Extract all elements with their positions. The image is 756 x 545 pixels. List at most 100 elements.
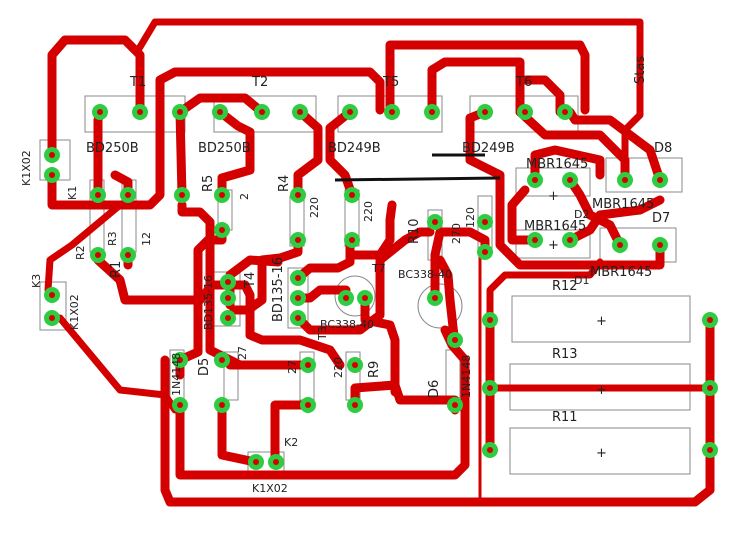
label-r11: R11 xyxy=(552,410,578,425)
pad-hole xyxy=(295,295,301,301)
track xyxy=(47,67,385,210)
pad-hole xyxy=(305,362,311,368)
label-1n4148-b: 1N4148 xyxy=(460,355,473,398)
track xyxy=(215,107,255,200)
label-bd249b: BD249B xyxy=(328,141,381,156)
pad-hole xyxy=(349,237,355,243)
track xyxy=(293,227,435,335)
r13-plus: + xyxy=(596,383,607,398)
t8-outline xyxy=(417,283,463,329)
pad-hole xyxy=(617,242,623,248)
pad-hole xyxy=(225,279,231,285)
label-d2: D2 xyxy=(574,208,589,221)
pad-hole xyxy=(95,252,101,258)
track xyxy=(565,175,625,250)
track xyxy=(293,245,355,283)
pad-hole xyxy=(95,192,101,198)
track xyxy=(507,185,540,245)
pad-hole xyxy=(429,109,435,115)
pad-hole xyxy=(562,109,568,115)
pad-hole xyxy=(482,249,488,255)
pad-hole xyxy=(49,315,55,321)
label-bd249b-2: BD249B xyxy=(462,141,515,156)
pad-hole xyxy=(432,219,438,225)
plus-marks: + + + + + xyxy=(548,189,607,461)
label-12: 12 xyxy=(140,232,153,246)
pad-hole xyxy=(389,109,395,115)
label-27b: 27 xyxy=(286,360,299,374)
r12-outline xyxy=(511,295,691,343)
pad-hole xyxy=(305,402,311,408)
track xyxy=(430,227,490,303)
label-t4: T4 xyxy=(243,272,258,289)
pad-hole xyxy=(532,237,538,243)
pad-hole xyxy=(522,109,528,115)
label-t3: T3 xyxy=(316,326,329,341)
pad-hole xyxy=(707,447,713,453)
track xyxy=(360,295,400,397)
pad-hole xyxy=(432,295,438,301)
label-220c: 220 xyxy=(332,357,345,378)
jumper-wire xyxy=(334,176,501,182)
pad-hole xyxy=(295,237,301,243)
pad-hole xyxy=(532,177,538,183)
label-k2: K2 xyxy=(284,436,298,449)
track xyxy=(270,400,313,467)
track xyxy=(465,107,665,270)
pad-hole xyxy=(219,192,225,198)
pad-hole xyxy=(253,459,259,465)
label-d6: D6 xyxy=(427,380,442,398)
pad-hole xyxy=(217,109,223,115)
label-r5: R5 xyxy=(201,175,216,192)
pad-hole xyxy=(622,177,628,183)
pad-hole xyxy=(487,447,493,453)
pad-hole xyxy=(487,317,493,323)
label-r3: R3 xyxy=(106,231,119,246)
label-270: 270 xyxy=(450,223,463,244)
pad-hole xyxy=(273,459,279,465)
label-t2: T2 xyxy=(251,75,268,90)
pad-hole xyxy=(707,385,713,391)
pad-hole xyxy=(452,337,458,343)
label-r13: R13 xyxy=(552,347,578,362)
label-bc338-b: BC338-40 xyxy=(398,268,452,281)
r8-outline xyxy=(223,351,239,401)
label-bd135-b: BD135-16 xyxy=(271,257,286,322)
label-mbr1645-4: MBR1645 xyxy=(590,265,652,280)
track xyxy=(44,201,124,294)
track xyxy=(385,40,590,115)
pad-hole xyxy=(295,315,301,321)
pad-hole xyxy=(219,357,225,363)
d2-outline xyxy=(515,167,591,197)
label-bc338-a: BC338-40 xyxy=(320,318,374,331)
signature-text: Stas xyxy=(633,56,648,84)
label-t5: T5 xyxy=(382,75,399,90)
label-bd250b: BD250B xyxy=(86,141,139,156)
label-2: 2 xyxy=(238,193,251,200)
label-r4: R4 xyxy=(277,175,292,192)
track xyxy=(47,35,145,160)
pad-hole xyxy=(295,192,301,198)
track xyxy=(435,255,460,350)
d1-plus: + xyxy=(548,238,559,253)
label-layer: T1 T2 T5 T6 BD250B BD250B BD249B BD249B … xyxy=(20,56,672,495)
label-t7: T7 xyxy=(371,262,386,275)
track xyxy=(565,107,665,185)
pad-hole xyxy=(482,219,488,225)
pad-hole xyxy=(343,295,349,301)
label-220b: 220 xyxy=(362,201,375,222)
pad-hole xyxy=(179,192,185,198)
label-r10: R10 xyxy=(407,218,422,244)
track xyxy=(515,107,630,185)
pad-hole xyxy=(567,237,573,243)
pad-hole xyxy=(137,109,143,115)
track xyxy=(177,200,245,370)
pad-hole xyxy=(97,109,103,115)
pad-hole xyxy=(219,227,225,233)
label-d5: D5 xyxy=(197,358,212,376)
label-r12: R12 xyxy=(552,279,578,294)
pad-hole xyxy=(347,109,353,115)
track xyxy=(325,107,357,200)
